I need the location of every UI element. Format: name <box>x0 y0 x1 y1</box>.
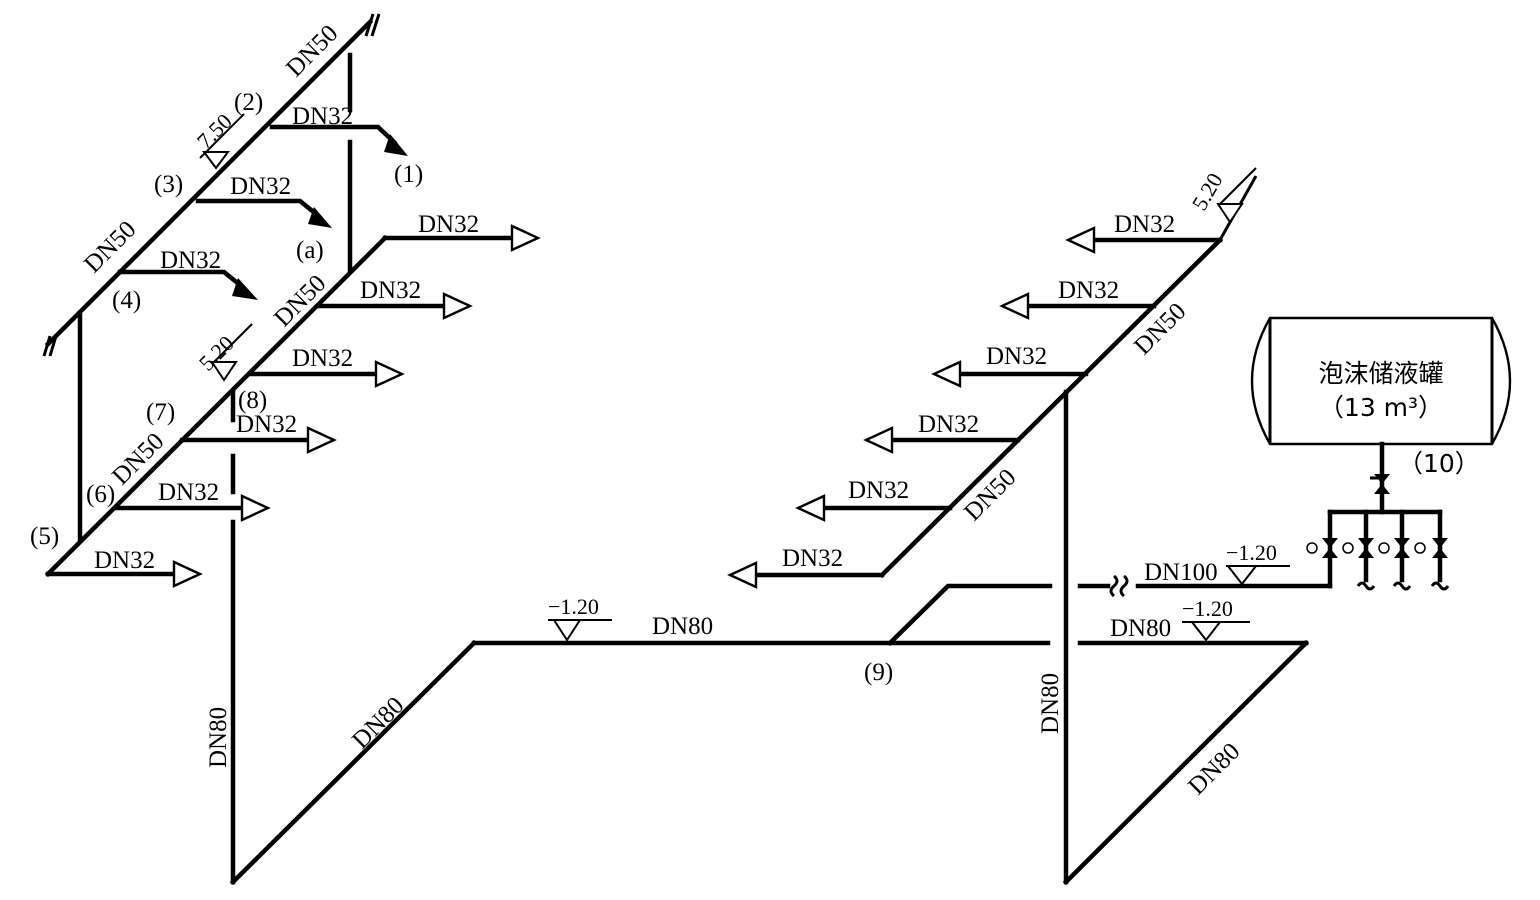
lower-dn50-main <box>44 234 389 578</box>
elevation-icon-520-left <box>210 361 238 382</box>
label-branch2-dn32: DN32 <box>360 277 421 304</box>
right-labels: DN32 DN32 DN32 DN32 DN32 DN32 DN50 DN50 … <box>782 169 1277 801</box>
label-branch1-dn32: DN32 <box>418 211 479 238</box>
elevation-icon-dn100 <box>1225 565 1259 586</box>
marker-2: (2) <box>234 89 263 116</box>
tank-name: 泡沫储液罐 <box>1318 359 1443 388</box>
label-upper-dn32: DN32 <box>292 103 353 130</box>
main-line-labels: DN80 −1.20 (9) <box>548 594 893 686</box>
valve-icon-3 <box>1378 538 1410 558</box>
label-r-lower-dn50: DN50 <box>959 464 1021 526</box>
marker-8: (8) <box>238 387 267 414</box>
pipe-end-icon <box>1356 581 1376 591</box>
label-branch4-dn32: DN32 <box>236 411 297 438</box>
diag-dn80-left <box>229 639 478 886</box>
arrow-4 <box>232 278 258 300</box>
main-dn80-line <box>471 574 1333 647</box>
label-r-branch6-dn32: DN32 <box>782 545 843 572</box>
label-r-dn80-return: DN80 <box>1110 615 1171 642</box>
elevation-markers <box>199 113 1290 642</box>
elevation-dn100: −1.20 <box>1226 540 1277 565</box>
nozzle-r3 <box>931 360 962 388</box>
right-diag-dn80 <box>1062 639 1310 886</box>
nozzle-3 <box>374 360 405 388</box>
nozzle-6 <box>172 560 203 588</box>
label-dn100: DN100 <box>1144 559 1218 586</box>
label-r-diag-dn80: DN80 <box>1183 738 1245 800</box>
branch-dn32-1 <box>269 124 398 146</box>
elevation-icon-750 <box>202 151 230 170</box>
marker-5: (5) <box>30 523 59 550</box>
label-mid-dn32-a: DN32 <box>230 173 291 200</box>
marker-3: (3) <box>154 171 183 198</box>
valve-icon-2 <box>1342 538 1374 558</box>
label-mid-dn32-b: DN32 <box>160 247 221 274</box>
elevation-icon-520-right <box>1216 203 1244 224</box>
label-branch5-dn32: DN32 <box>158 479 219 506</box>
branch-dn32-a <box>195 198 320 218</box>
marker-7: (7) <box>146 399 175 426</box>
nozzle-5 <box>240 494 271 522</box>
marker-4: (4) <box>112 287 141 314</box>
nozzle-r5 <box>795 494 826 522</box>
label-r-riser-dn80: DN80 <box>1037 673 1064 734</box>
marker-6: (6) <box>86 481 115 508</box>
tank-capacity: （13 m³） <box>1319 393 1443 422</box>
foam-tank-assembly <box>1250 316 1512 591</box>
label-r-branch4-dn32: DN32 <box>918 411 979 438</box>
marker-10: （10） <box>1398 449 1480 478</box>
tank-labels: 泡沫储液罐 （13 m³） （10） <box>1318 359 1479 478</box>
upper-dn50-main <box>116 18 374 276</box>
label-riser-dn80: DN80 <box>205 707 232 768</box>
marker-a: (a) <box>296 237 324 264</box>
dn100-branch <box>886 583 1053 647</box>
label-r-branch1-dn32: DN32 <box>1114 211 1175 238</box>
label-branch3-dn32: DN32 <box>292 345 353 372</box>
upper-left-pipe <box>44 268 124 348</box>
left-labels: DN50 DN32 DN32 DN32 DN50 DN50 DN50 DN32 … <box>30 20 479 768</box>
marker-9: (9) <box>864 659 893 686</box>
label-branch6-dn32: DN32 <box>94 547 155 574</box>
nozzle-1 <box>510 224 541 252</box>
label-r-branch5-dn32: DN32 <box>848 477 909 504</box>
nozzle-2 <box>442 292 473 320</box>
label-main-dn80: DN80 <box>652 613 713 640</box>
elevation-dn80-right: −1.20 <box>1182 596 1233 621</box>
nozzle-r6 <box>727 561 758 589</box>
nozzle-4 <box>306 426 337 454</box>
label-diag-dn80: DN80 <box>347 692 409 754</box>
elevation-main: −1.20 <box>548 594 599 619</box>
valve-icon-1 <box>1306 538 1338 558</box>
left-system-pipes <box>42 13 541 886</box>
upper-pipe-end-cap <box>370 13 381 37</box>
branch-dn32-4 <box>117 269 244 289</box>
elevation-icon-main <box>552 619 582 642</box>
arrow-1 <box>384 134 408 156</box>
elevation-750: 7.50 <box>192 109 237 154</box>
valve-icon-4 <box>1414 538 1448 558</box>
nozzle-r4 <box>863 426 894 454</box>
right-dn50-main <box>878 236 1224 579</box>
break-mark <box>1109 574 1119 598</box>
marker-1: (1) <box>394 161 423 188</box>
upper-left-end-cap <box>42 335 52 357</box>
arrow-a <box>308 207 332 228</box>
elevation-icon-dn80-right <box>1189 621 1223 642</box>
label-r-branch3-dn32: DN32 <box>986 343 1047 370</box>
label-top-dn50: DN50 <box>281 20 343 82</box>
label-r-branch2-dn32: DN32 <box>1058 277 1119 304</box>
nozzle-r1 <box>1065 226 1096 254</box>
nozzle-r2 <box>999 292 1030 320</box>
label-upper-left-dn50: DN50 <box>79 216 141 278</box>
